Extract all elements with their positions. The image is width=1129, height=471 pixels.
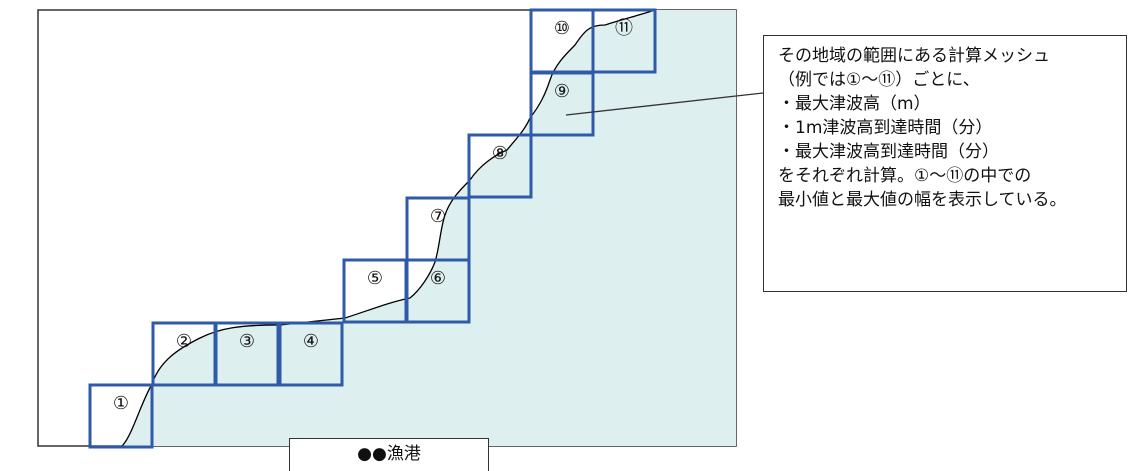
mesh-label-1: ① (113, 393, 129, 414)
mesh-label-7: ⑦ (430, 206, 446, 227)
callout-line-5: ・最大津波高到達時間（分） (778, 142, 999, 162)
mesh-label-4: ④ (303, 331, 319, 352)
mesh-cell-4 (278, 321, 344, 387)
mesh-label-11: ⑪ (615, 18, 633, 39)
mesh-cell-1 (88, 383, 154, 449)
mesh-label-10: ⑩ (554, 18, 570, 39)
mesh-label-8: ⑧ (492, 143, 508, 164)
mesh-label-3: ③ (239, 331, 255, 352)
callout-line-7: 最小値と最大値の幅を表示している。 (778, 190, 1067, 210)
callout-line-3: ・最大津波高（m） (778, 94, 931, 114)
mesh-label-2: ② (176, 331, 192, 352)
explanation-callout: その地域の範囲にある計算メッシュ （例では①～⑪）ごとに、 ・最大津波高（m） … (763, 35, 1127, 292)
callout-line-1: その地域の範囲にある計算メッシュ (778, 46, 1050, 66)
mesh-cell-7 (405, 196, 471, 262)
coastline (121, 9, 656, 447)
mesh-label-6: ⑥ (430, 268, 446, 289)
callout-line-6: をそれぞれ計算。①～⑪の中での (778, 166, 1032, 186)
callout-line-4: ・1m津波高到達時間（分） (778, 118, 993, 138)
mesh-label-5: ⑤ (367, 268, 383, 289)
sea-area (122, 10, 736, 446)
mesh-cells: ① ② ③ ④ ⑤ ⑥ ⑦ ⑧ ⑨ ⑩ ⑪ (88, 8, 657, 449)
mesh-label-9: ⑨ (554, 81, 570, 102)
mesh-cell-11 (591, 8, 657, 74)
callout-line-2: （例では①～⑪）ごとに、 (778, 70, 980, 90)
mesh-cell-3 (214, 321, 280, 387)
mesh-cell-8 (467, 133, 533, 199)
callout-leader-line (565, 92, 764, 116)
port-name-label: ●●漁港 (289, 438, 489, 471)
